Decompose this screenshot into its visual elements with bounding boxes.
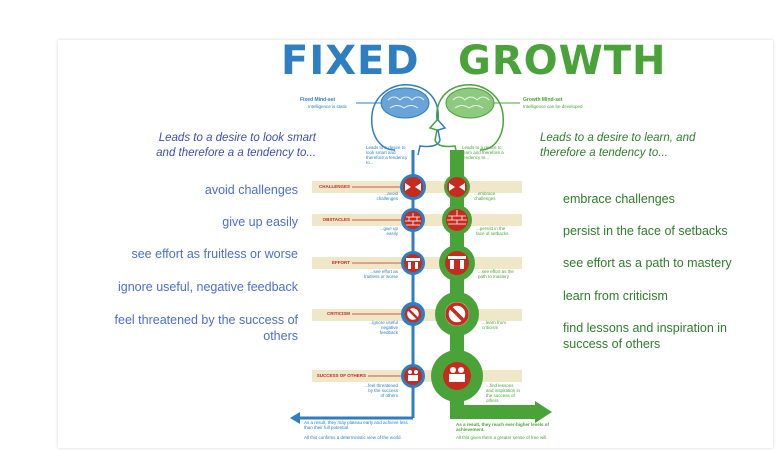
category-effort: EFFORT [332, 260, 350, 265]
fixed-footer: All this confirms a deterministic view o… [304, 435, 402, 440]
fixed-small-0: ...avoid challenges [376, 191, 398, 201]
growth-challenge-icon [447, 177, 467, 197]
growth-small-1: ...persist in the face of setbacks [476, 226, 509, 236]
growth-title: GROWTH [458, 38, 667, 84]
fixed-small-1: ...give up easily [379, 226, 398, 236]
growth-intro-line2: therefore a tendency to... [540, 147, 668, 159]
growth-item-5: success of others [563, 337, 661, 351]
fixed-head-note: Leads to a desire to look smart and ther… [366, 145, 408, 165]
growth-trunk [450, 150, 535, 419]
growth-item-0: embrace challenges [563, 192, 675, 206]
growth-head-icon [428, 84, 504, 156]
category-challenges: CHALLENGES [318, 184, 350, 189]
fixed-small-3: ...ignore useful negative feedback [368, 320, 398, 335]
fixed-challenge-icon [403, 177, 423, 197]
growth-mindset-label: Growth Mind-set [523, 97, 563, 103]
category-success-of-others: SUCCESS OF OTHERS [316, 373, 366, 378]
growth-head-note: Leads to a desire to learn and therefore… [462, 145, 504, 160]
fixed-item-2: see effort as fruitless or worse [131, 247, 298, 261]
growth-small-4: ...find lessons and inspiration in the s… [486, 383, 521, 403]
fixed-item-1: give up easily [222, 215, 298, 229]
fixed-mindset-sub: Intelligence is static [308, 104, 348, 109]
fixed-small-2: ...see effort as fruitless or worse [364, 269, 399, 279]
fixed-obstacle-icon [404, 211, 422, 229]
fixed-mindset-label: Fixed Mind-set [300, 97, 336, 103]
growth-item-3: learn from criticism [563, 289, 668, 303]
growth-intro-line1: Leads to a desire to learn, and [540, 132, 696, 144]
fixed-item-0: avoid challenges [204, 183, 298, 197]
category-criticism: CRITICISM [327, 311, 350, 316]
fixed-result: As a result, they may plateau early and … [304, 420, 408, 430]
growth-small-3: ...learn from criticism [482, 320, 507, 330]
growth-mindset-sub: Intelligence can be developed [523, 104, 583, 109]
fixed-title: FIXED [281, 38, 420, 84]
growth-intro: Leads to a desire to learn, and therefor… [540, 131, 720, 161]
growth-footer: All this gives them a greater sense of f… [456, 435, 548, 440]
growth-arrowhead [535, 401, 552, 423]
fixed-item-4: feel threatened by the success of [114, 313, 298, 327]
growth-item-2: see effort as a path to mastery [563, 256, 732, 270]
growth-small-0: ...embrace challenges [474, 191, 496, 201]
fixed-intro: Leads to a desire to look smart and ther… [150, 131, 316, 161]
fixed-effort-icon [404, 254, 422, 272]
growth-small-2: ...see effort as the path to mastery [478, 269, 514, 279]
growth-item-1: persist in the face of setbacks [563, 224, 728, 238]
fixed-arrowhead [290, 412, 300, 424]
fixed-criticism-icon [404, 305, 422, 323]
fixed-item-3: ignore useful, negative feedback [118, 280, 298, 294]
growth-criticism-icon [445, 302, 469, 326]
fixed-intro-line2: and therefore a a tendency to... [156, 147, 316, 159]
fixed-small-4: ...feel threatened by the success of oth… [364, 383, 398, 398]
fixed-item-5: others [263, 329, 298, 343]
growth-result: As a result, they reach ever-higher leve… [456, 422, 550, 432]
growth-effort-icon [445, 251, 469, 275]
fixed-intro-line1: Leads to a desire to look smart [158, 132, 316, 144]
growth-item-4: find lessons and inspiration in [563, 321, 727, 335]
category-obstacles: OBSTACLES [322, 217, 350, 222]
